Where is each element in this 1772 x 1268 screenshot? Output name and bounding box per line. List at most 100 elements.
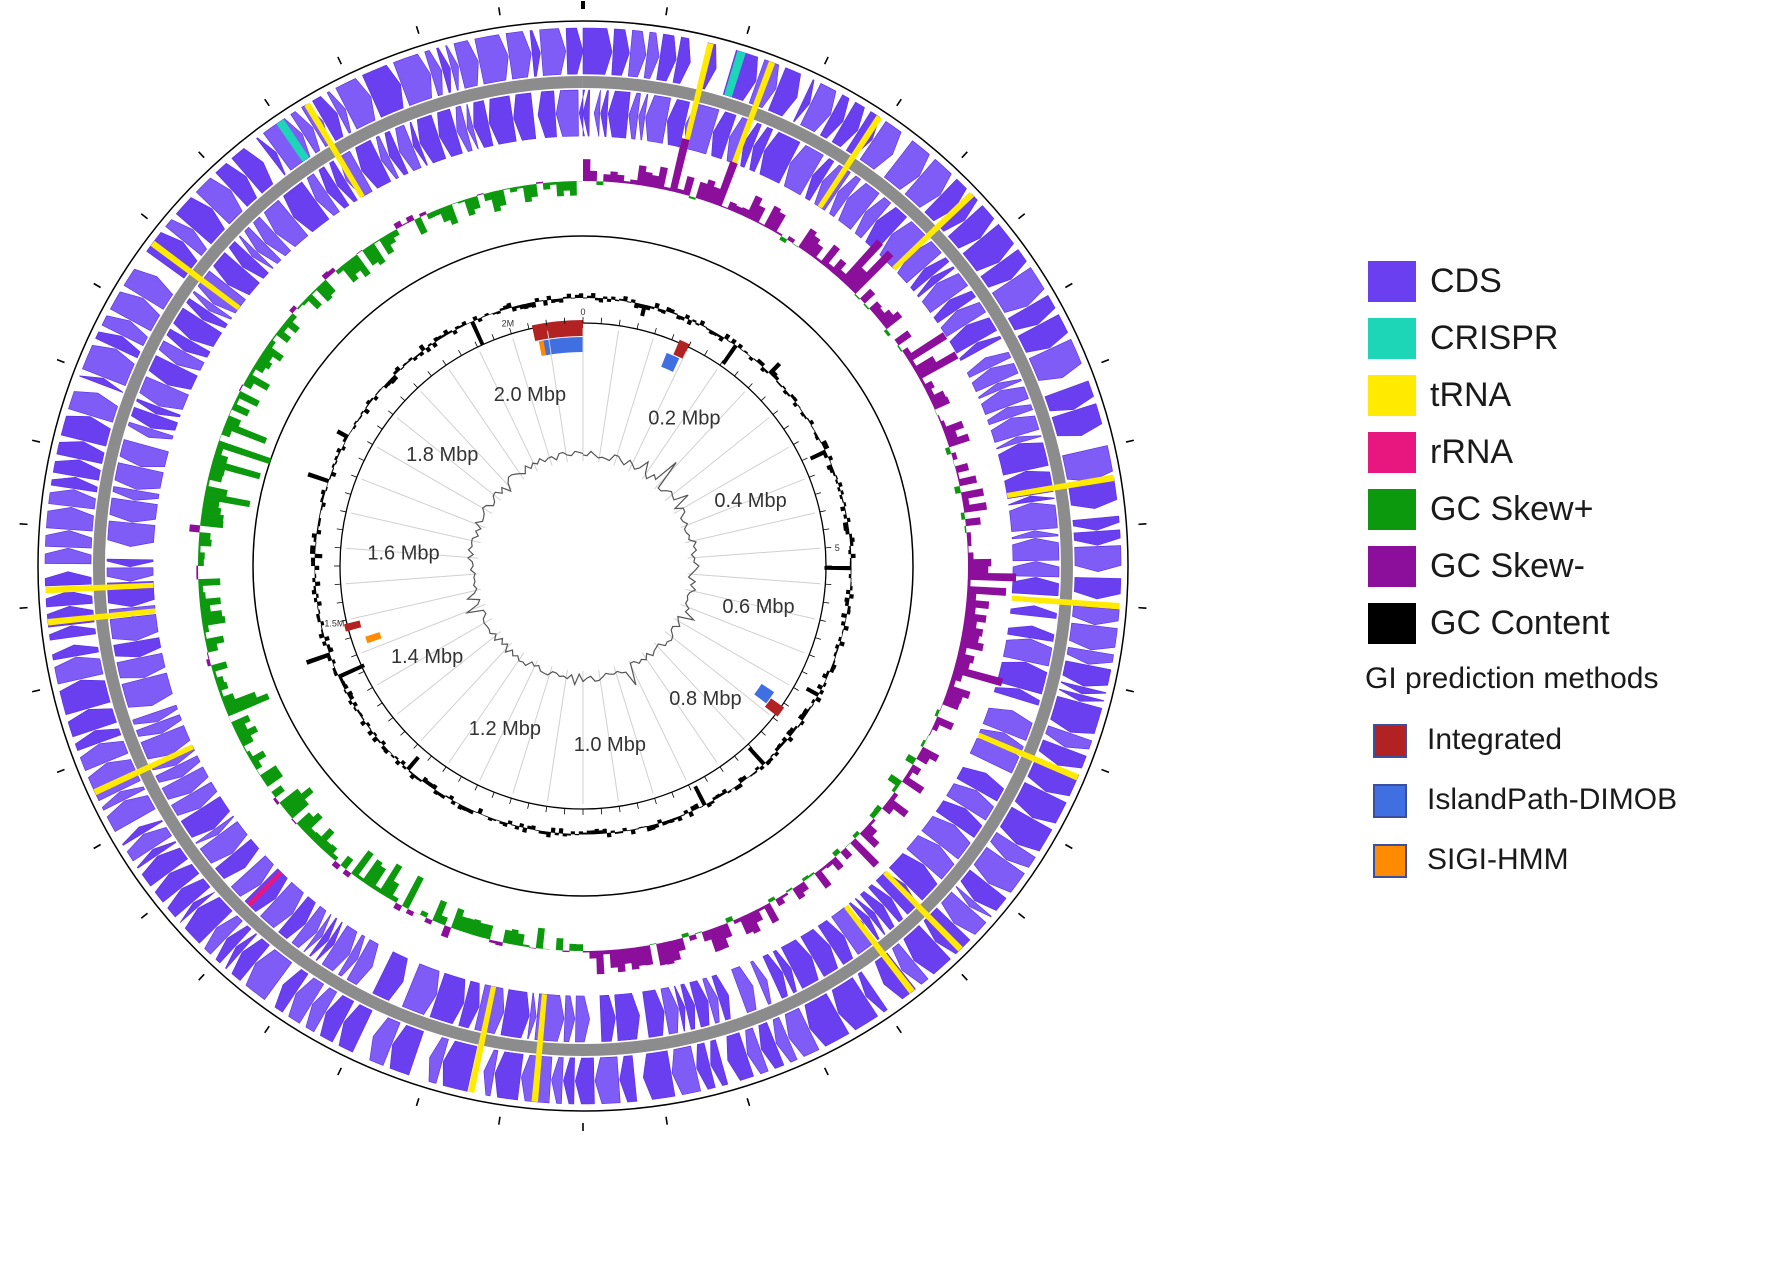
cds-reverse-block [859,891,895,931]
gc-content-bar [477,807,484,815]
gc-content-bar [317,617,321,623]
gc-content-bar [737,343,744,350]
gc-content-bar [587,295,592,299]
trna-marker [150,240,241,311]
outer-tick [961,151,968,159]
gc-skew-pos-bar [296,303,303,310]
gc-content-bar [447,330,453,334]
cds-reverse-block [740,122,762,168]
gc-content-bar [799,720,805,726]
gc-skew-pos-bar [596,181,604,186]
cds-forward-block [563,1057,575,1105]
cds-forward-block [1058,688,1105,702]
gc-skew-pos-bar [335,266,344,275]
gc-content-bar [626,301,632,303]
gc-skew-pos-bar [515,933,525,947]
gc-skew-neg-bar [643,171,653,187]
gc-content-bar [740,348,745,352]
gc-content-bar [630,828,636,835]
trna-marker [977,732,1079,781]
cds-forward-block [389,1024,425,1076]
cds-reverse-block [600,90,609,137]
gc-content-bar [748,356,754,362]
gc-content-bar [837,486,841,492]
cds-reverse-block [935,800,983,838]
gc-skew-neg-bar [401,221,409,227]
gc-skew-pos-bar [199,597,221,607]
cds-forward-block [800,83,837,133]
gc-skew-neg-bar [919,746,940,762]
cds-reverse-block [848,902,880,941]
gc-content-bar [709,800,715,805]
cds-reverse-block [854,197,892,239]
gc-content-bar [650,824,656,831]
cds-reverse-block [940,301,987,338]
cds-reverse-block [244,226,282,264]
gc-content-bar [320,629,324,634]
cds-forward-block [290,111,321,154]
cds-forward-block [1072,605,1120,626]
gc-content-bar [834,644,840,650]
gc-content-bar [488,313,493,316]
gc-content-bar [835,475,839,480]
inner-frame-tick [336,601,343,604]
gc-skew-pos-bar [432,899,448,923]
gc-skew-pos-bar [198,585,204,593]
gc-skew-pos-bar [779,235,788,244]
cds-reverse-block [829,175,861,218]
cds-reverse-block [607,90,631,139]
gc-skew-pos-bar [401,875,424,910]
gc-content-bar [461,320,467,327]
cds-forward-block [1066,646,1114,665]
gc-content-bar [380,740,387,746]
gc-content-bar [372,731,378,737]
gc-content-bar [492,311,498,316]
gc-skew-neg-bar [636,946,647,967]
inner-frame-tick [458,350,462,356]
cds-forward-block [551,1057,564,1104]
inner-frame-tick [823,528,830,531]
inner-spoke [641,652,718,763]
cds-forward-block [1074,577,1122,600]
gc-content-bar [850,553,856,559]
cds-forward-block [123,268,174,310]
gc-content-bar [348,431,352,436]
gc-content-bar [812,428,816,433]
gc-content-bar [810,424,814,429]
gc-skew-pos-bar [694,931,702,935]
inner-frame-tick [747,743,753,749]
outer-tick [1017,213,1026,220]
outer-tick [1138,606,1147,610]
gc-skew-neg-bar [623,180,631,184]
gc-content-bar [824,678,827,683]
cds-reverse-block [933,290,976,324]
gc-skew-pos-bar [345,258,361,275]
cds-reverse-block [527,992,537,1040]
gc-skew-pos-bar [236,725,259,741]
gc-skew-neg-bar [583,159,591,182]
gc-content-bar [768,362,782,376]
inner-frame-tick [719,766,724,772]
cds-reverse-block [283,181,330,233]
inner-frame-tick [388,717,394,722]
trna-marker [531,994,548,1103]
gc-skew-pos-bar [320,840,332,853]
gc-content-bar [730,338,737,345]
cds-forward-block [980,249,1027,288]
gc-skew-pos-bar [555,937,564,951]
cds-reverse-block [996,435,1042,450]
cds-forward-block [696,1042,716,1090]
cds-reverse-block [409,121,428,166]
inner-frame-tick [801,671,808,675]
cds-forward-block [1060,681,1107,695]
cds-forward-block [82,344,135,387]
gc-content-bar [706,801,712,808]
cds-forward-block [656,33,677,82]
gc-content-bar [792,401,798,408]
gc-content-bar [574,833,579,836]
gi-islandpath-block [542,337,583,356]
gc-skew-pos-bar [362,246,379,266]
gc-skew-pos-bar [873,804,883,814]
gc-skew-pos-bar [305,827,317,839]
gc-content-bar [803,414,808,420]
